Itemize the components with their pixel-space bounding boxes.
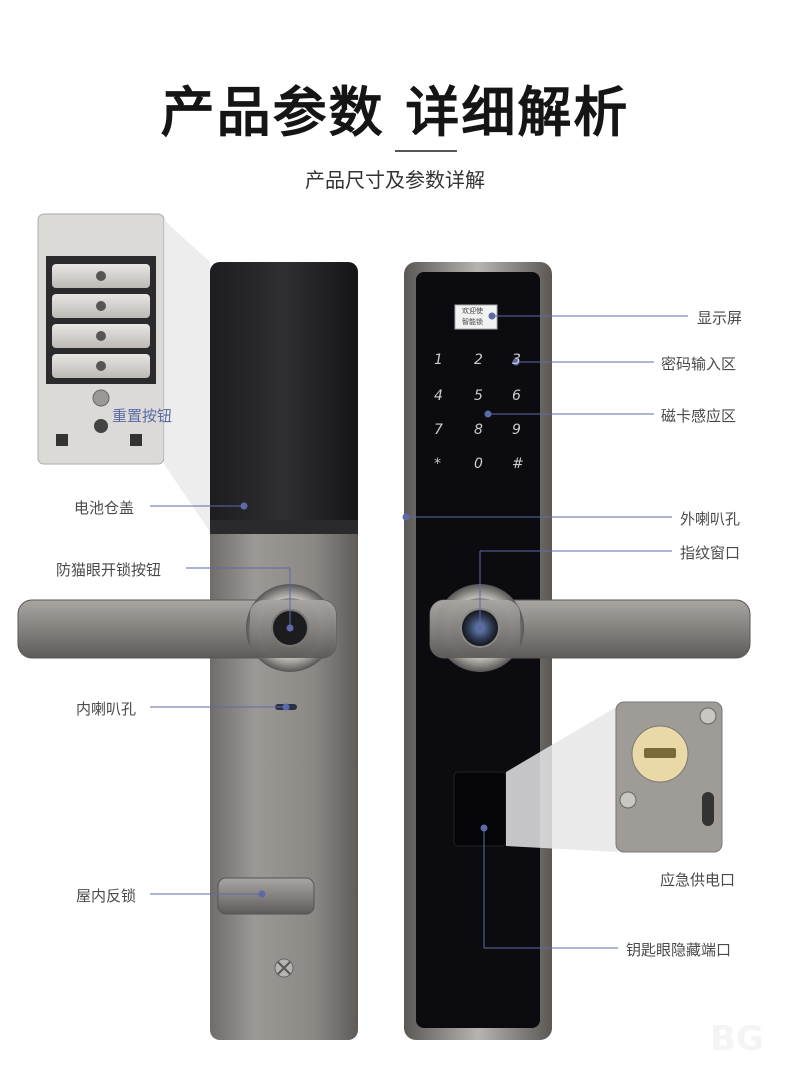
- callout-battery-cover: 电池仓盖: [74, 499, 135, 517]
- battery-cover: [210, 262, 358, 532]
- display-line-2: 智能锁: [462, 318, 483, 326]
- keypad-key[interactable]: 7: [434, 422, 443, 438]
- keypad-key[interactable]: 4: [434, 388, 443, 404]
- subtitle-underline: [395, 150, 457, 152]
- keypad-key[interactable]: 5: [474, 388, 483, 404]
- callout-indoor-lock: 屋内反锁: [76, 887, 137, 905]
- page-title: 产品参数 详细解析: [160, 81, 630, 144]
- keypad-key[interactable]: 2: [474, 352, 483, 368]
- keypad-key[interactable]: #: [512, 456, 524, 472]
- screw-icon: [92, 389, 110, 407]
- callout-display: 显示屏: [697, 309, 743, 327]
- callout-lines: [150, 312, 688, 949]
- keypad-key[interactable]: 6: [512, 388, 521, 404]
- keypad-key[interactable]: 9: [512, 422, 521, 438]
- watermark-logo: BG: [710, 1019, 764, 1059]
- keypad-key[interactable]: 3: [512, 352, 521, 368]
- keypad-key[interactable]: 8: [474, 422, 483, 438]
- page-subtitle: 产品尺寸及参数详解: [305, 168, 485, 192]
- keypad-key[interactable]: *: [434, 456, 441, 472]
- callout-emergency-power: 应急供电口: [660, 871, 736, 889]
- callout-card-reader: 磁卡感应区: [661, 407, 737, 425]
- callout-anti-cat-eye: 防猫眼开锁按钮: [56, 561, 162, 579]
- screw-icon: [619, 791, 637, 809]
- usb-port[interactable]: [702, 792, 714, 826]
- hidden-keyhole-cover[interactable]: [453, 771, 507, 847]
- inner-handle[interactable]: [17, 584, 337, 672]
- callout-reset-button: 重置按钮: [112, 407, 173, 425]
- keypad-key[interactable]: 1: [434, 352, 443, 368]
- display-line-1: 欢迎使: [462, 307, 483, 315]
- reset-button[interactable]: [94, 419, 108, 433]
- indoor-lock-knob[interactable]: [217, 877, 315, 915]
- callout-keypad: 密码输入区: [661, 355, 737, 373]
- callout-inner-speaker: 内喇叭孔: [76, 700, 137, 718]
- screw-icon: [699, 707, 717, 725]
- keypad-key[interactable]: 0: [474, 456, 483, 472]
- callout-outer-speaker: 外喇叭孔: [680, 510, 741, 528]
- battery-compartment-inset: [37, 213, 210, 532]
- emergency-power-inset: [506, 701, 723, 853]
- callout-key-hole: 钥匙眼隐藏端口: [626, 941, 732, 959]
- callout-fingerprint: 指纹窗口: [680, 544, 741, 562]
